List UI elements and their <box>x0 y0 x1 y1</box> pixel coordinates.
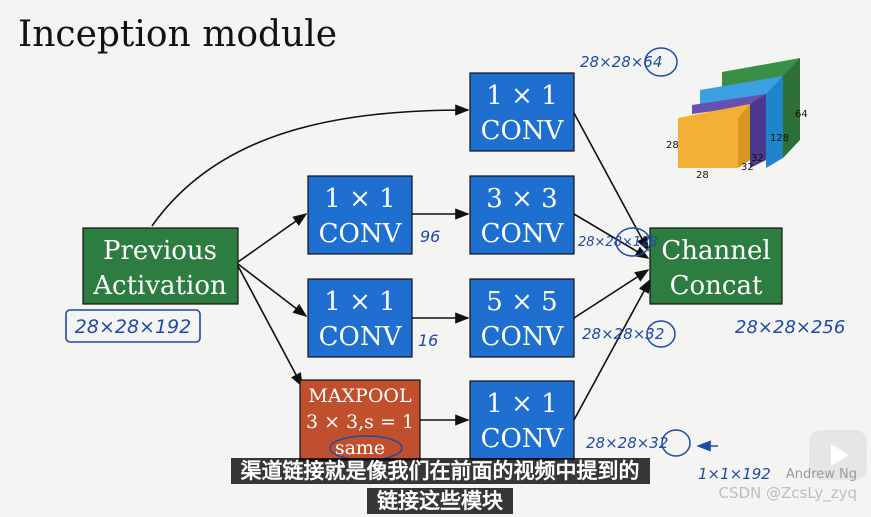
subtitle-text-1: 渠道链接就是像我们在前面的视频中提到的 <box>231 458 650 484</box>
mid-96: 96 <box>420 227 440 246</box>
conv5x5-size: 5 × 5 <box>486 287 557 317</box>
conv1x1-b-size: 1 × 1 <box>324 287 395 317</box>
pool-out: 28×28×32 <box>586 434 668 452</box>
subtitle-text-2: 链接这些模块 <box>367 488 513 514</box>
volume-yellow-front <box>678 118 738 168</box>
subtitle-line-2: 链接这些模块 <box>195 485 685 515</box>
node-conv3x3: 3 × 3 CONV <box>470 176 574 254</box>
vol-c128: 128 <box>770 133 789 144</box>
node-conv5x5: 5 × 5 CONV <box>470 279 574 357</box>
concat-out-dims: 28×28×256 <box>735 317 845 338</box>
conv1x1-a-size: 1 × 1 <box>324 184 395 214</box>
conv3x3-size: 3 × 3 <box>486 184 557 214</box>
conv5x5-label: CONV <box>481 322 565 352</box>
vol-c64: 64 <box>795 109 808 120</box>
concat-line2: Concat <box>670 271 763 301</box>
conv1x1-top-size: 1 × 1 <box>486 81 557 111</box>
node-previous-activation: Previous Activation <box>83 228 238 304</box>
top-out-dims: 28×28×64 <box>580 53 662 71</box>
node-conv1x1-pool: 1 × 1 CONV <box>470 381 574 459</box>
maxpool-params: 3 × 3,s = 1 <box>306 411 414 433</box>
edge-top-conv-to-concat <box>574 113 648 250</box>
mid-16: 16 <box>418 331 438 350</box>
node-conv1x1-a: 1 × 1 CONV <box>308 176 412 254</box>
conv1x1-pool-size: 1 × 1 <box>486 389 557 419</box>
conv1x1-a-label: CONV <box>319 219 403 249</box>
edge-conv1x1-pool-to-concat <box>574 280 650 420</box>
input-dims: 28×28×192 <box>75 316 191 338</box>
vol-c32b: 32 <box>751 153 764 164</box>
edge-previous-to-conv1x1-a <box>238 214 306 262</box>
edge-previous-to-maxpool <box>238 266 302 386</box>
maxpool-label: MAXPOOL <box>308 385 412 407</box>
vol-width: 28 <box>696 170 709 181</box>
out-32: 28×28×32 <box>582 325 664 343</box>
subtitle-line-1: 渠道链接就是像我们在前面的视频中提到的 <box>195 455 685 485</box>
speaker-name: Andrew Ng <box>786 467 857 482</box>
conv1x1-b-label: CONV <box>319 322 403 352</box>
previous-line1: Previous <box>103 236 217 266</box>
conv1x1-pool-label: CONV <box>481 424 565 454</box>
conv3x3-label: CONV <box>481 219 565 249</box>
concat-line1: Channel <box>661 236 770 266</box>
node-maxpool: MAXPOOL 3 × 3,s = 1 same <box>300 380 420 460</box>
edge-conv5x5-to-concat <box>574 270 648 318</box>
previous-line2: Activation <box>92 271 227 301</box>
output-volume: 28 28 32 32 128 64 <box>666 58 808 181</box>
node-channel-concat: Channel Concat <box>650 228 782 304</box>
node-conv1x1-top: 1 × 1 CONV <box>470 73 574 151</box>
conv1x1-top-label: CONV <box>481 116 565 146</box>
node-conv1x1-b: 1 × 1 CONV <box>308 279 412 357</box>
watermark: CSDN @ZcsLy_zyq <box>718 484 857 502</box>
play-icon <box>831 444 849 466</box>
pool-conv-dims: 1×1×192 <box>698 465 771 483</box>
vol-height: 28 <box>666 140 679 151</box>
edge-previous-to-conv1x1-b <box>238 264 306 316</box>
